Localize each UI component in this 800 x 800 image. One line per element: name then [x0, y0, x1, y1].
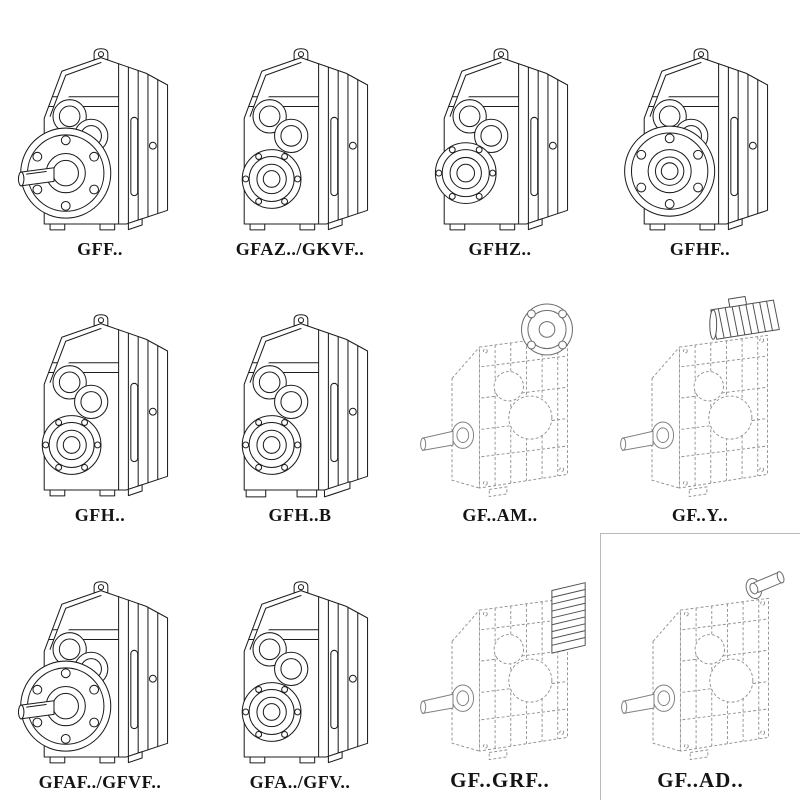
gearbox-technical-drawing [607, 26, 793, 237]
gearbox-model-label: GF..AD.. [657, 767, 744, 792]
gearbox-model-label: GF..AM.. [462, 505, 538, 526]
gearbox-technical-drawing [407, 555, 593, 766]
gearbox-model-label: GF..GRF.. [450, 767, 550, 792]
gearbox-technical-drawing [607, 292, 793, 503]
gearbox-model-label: GFF.. [77, 238, 123, 259]
gearbox-model-label: GFA../GFV.. [249, 771, 351, 792]
gearbox-variant-cell: GF..Y.. [600, 267, 800, 534]
gearbox-variant-cell: GFH..B [200, 267, 400, 534]
gearbox-variant-cell: GF..GRF.. [400, 533, 600, 800]
gearbox-variant-cell: GFH.. [0, 267, 200, 534]
gearbox-variant-cell: GF..AM.. [400, 267, 600, 534]
gearbox-technical-drawing [7, 26, 193, 237]
gearbox-technical-drawing [608, 555, 794, 766]
gearbox-technical-drawing [407, 292, 593, 503]
gearbox-model-label: GFH..B [268, 505, 332, 526]
gearbox-technical-drawing [207, 559, 393, 770]
gearbox-technical-drawing [207, 26, 393, 237]
gearbox-model-label: GF..Y.. [671, 505, 729, 526]
gearbox-variant-cell: GF..AD.. [600, 533, 800, 800]
gearbox-variant-cell: GFF.. [0, 0, 200, 267]
gearbox-technical-drawing [407, 26, 593, 237]
gearbox-technical-drawing [207, 292, 393, 503]
gearbox-variant-cell: GFHZ.. [400, 0, 600, 267]
gearbox-technical-drawing [7, 292, 193, 503]
gearbox-model-label: GFHF.. [669, 238, 731, 259]
gearbox-variant-cell: GFHF.. [600, 0, 800, 267]
gearbox-model-label: GFAF../GFVF.. [38, 771, 162, 792]
gearbox-variant-cell: GFAF../GFVF.. [0, 533, 200, 800]
gearbox-technical-drawing [7, 559, 193, 770]
gearbox-model-label: GFH.. [74, 505, 126, 526]
gearbox-variant-cell: GFA../GFV.. [200, 533, 400, 800]
gearbox-model-label: GFHZ.. [468, 238, 532, 259]
gearbox-variant-cell: GFAZ../GKVF.. [200, 0, 400, 267]
gearbox-model-label: GFAZ../GKVF.. [235, 238, 365, 259]
